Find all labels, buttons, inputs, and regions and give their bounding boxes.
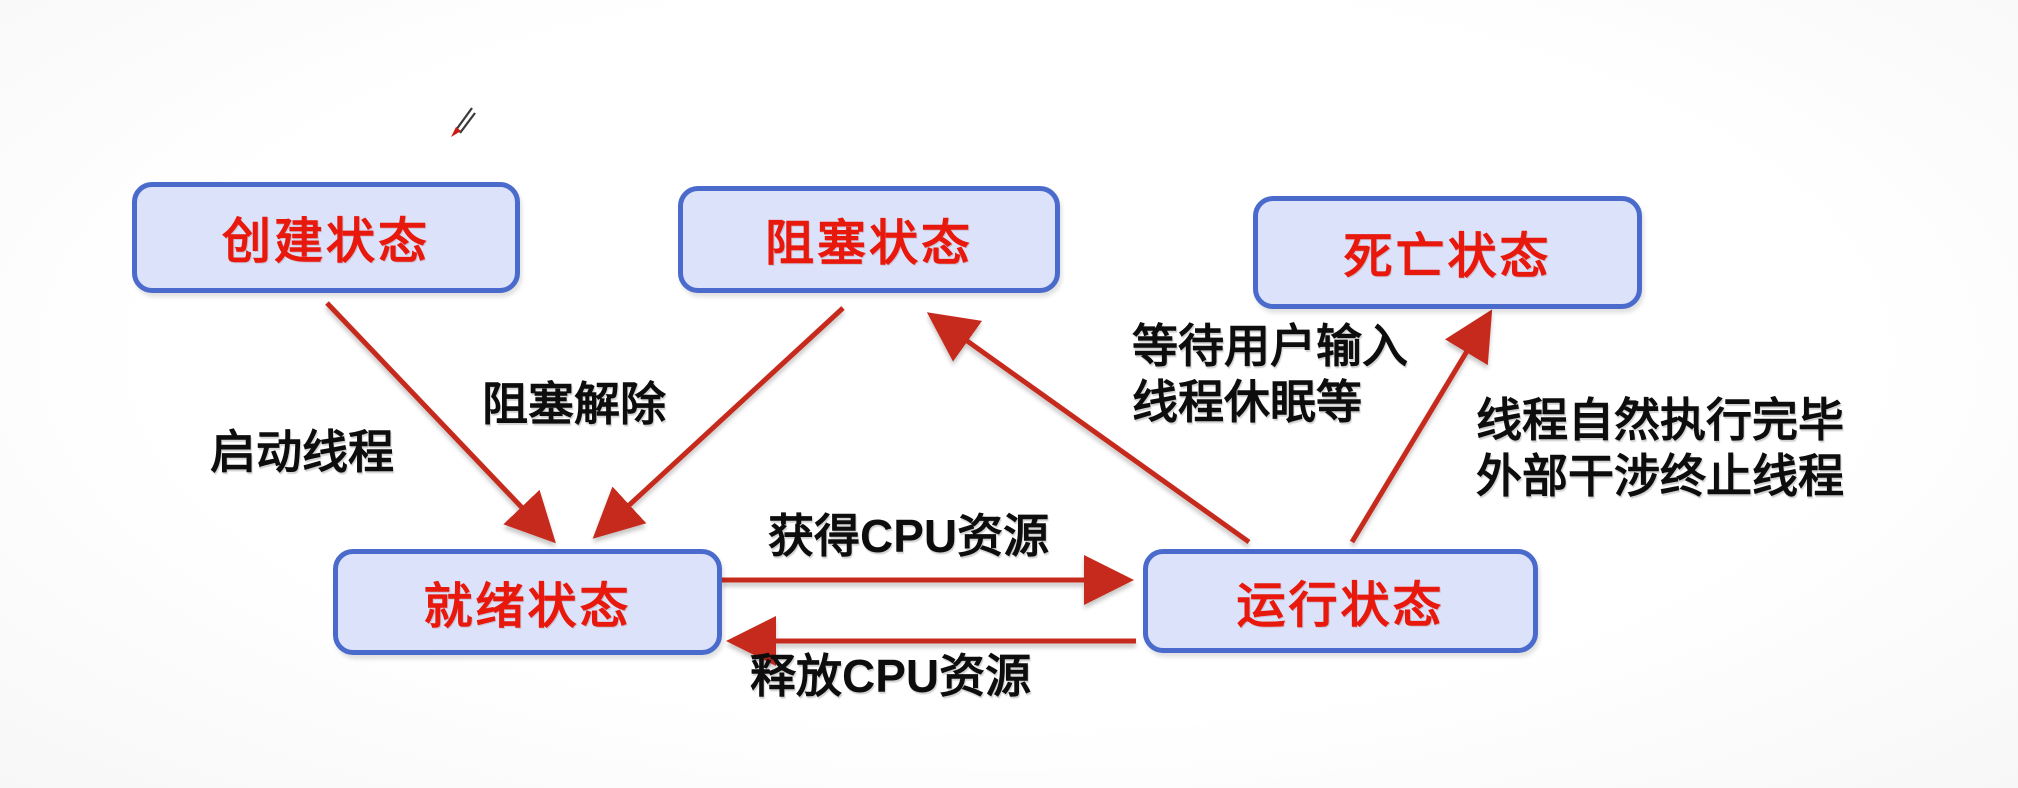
edge-label-terminate-line1: 线程自然执行完毕 <box>1476 394 1844 446</box>
node-blocked-label: 阻塞状态 <box>764 217 973 271</box>
node-blocked-state: 阻塞状态 <box>678 186 1060 293</box>
node-ready-state: 就绪状态 <box>333 549 722 655</box>
node-created-label: 创建状态 <box>221 215 430 269</box>
edge-label-terminate: 线程自然执行完毕 外部干涉终止线程 <box>1476 392 1844 504</box>
node-dead-label: 死亡状态 <box>1343 230 1552 284</box>
node-running-state: 运行状态 <box>1143 549 1538 653</box>
edge-label-wait-input: 等待用户输入 线程休眠等 <box>1132 318 1408 430</box>
edge-label-acquire-cpu: 获得CPU资源 <box>768 510 1050 562</box>
node-running-label: 运行状态 <box>1236 578 1445 633</box>
node-dead-state: 死亡状态 <box>1253 196 1642 309</box>
pen-cursor-icon <box>451 107 476 137</box>
edge-label-start-thread: 启动线程 <box>210 426 394 478</box>
edge-label-wait-input-line2: 线程休眠等 <box>1132 376 1362 428</box>
edge-label-unblock: 阻塞解除 <box>482 378 666 430</box>
edge-label-terminate-line2: 外部干涉终止线程 <box>1476 450 1844 502</box>
edge-label-wait-input-line1: 等待用户输入 <box>1132 320 1408 372</box>
node-ready-label: 就绪状态 <box>423 579 632 634</box>
node-created-state: 创建状态 <box>132 182 520 293</box>
edge-label-release-cpu: 释放CPU资源 <box>750 650 1032 702</box>
